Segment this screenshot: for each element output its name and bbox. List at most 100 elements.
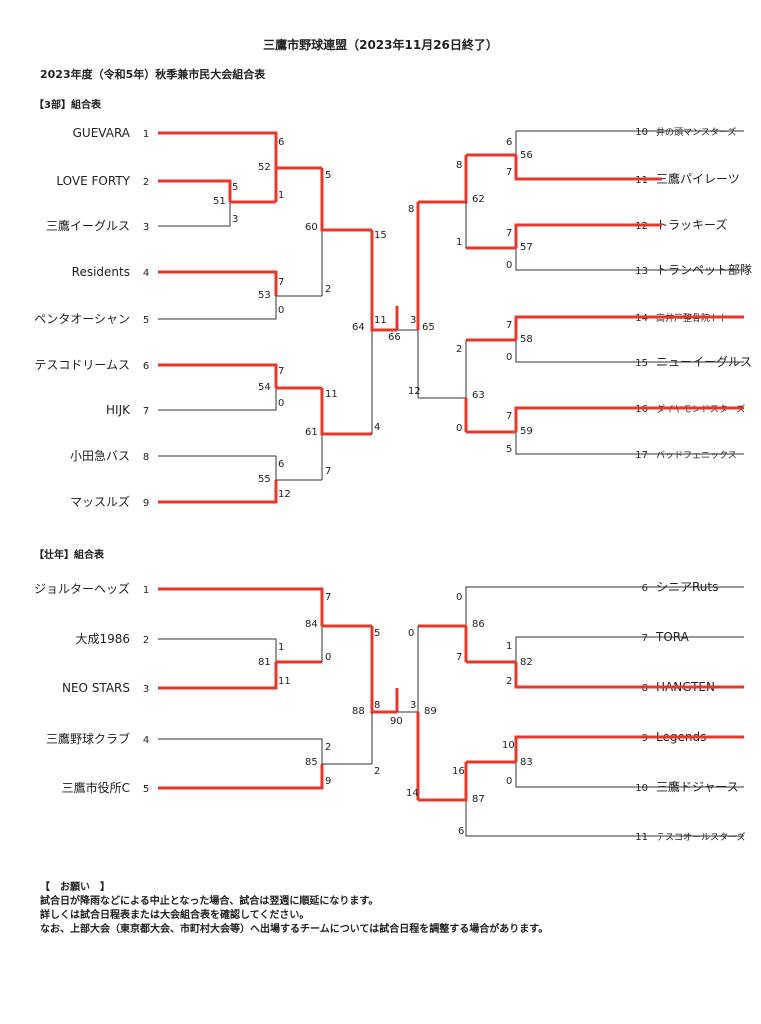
score: 7 [506, 228, 512, 239]
game-number: 65 [422, 322, 435, 333]
winner-line [514, 662, 744, 689]
team-seed: 6 [143, 361, 149, 372]
game-number: 64 [352, 322, 365, 333]
bracket-line [515, 636, 744, 662]
score: 12 [278, 489, 291, 500]
team-seed: 1 [143, 585, 149, 596]
score: 1 [278, 190, 284, 201]
score: 5 [232, 182, 238, 193]
bracket-line [158, 455, 277, 480]
page-title: 三鷹市野球連盟（2023年11月26日終了） [263, 38, 498, 52]
game-number: 63 [472, 390, 485, 401]
team-seed: 10 [635, 127, 648, 138]
bracket-line [515, 248, 744, 271]
team-name: テスコドリームス [34, 358, 130, 372]
score: 7 [325, 466, 331, 477]
score: 1 [278, 642, 284, 653]
score: 2 [374, 766, 380, 777]
team-seed: 1 [143, 129, 149, 140]
score: 0 [506, 776, 512, 787]
game-number: 62 [472, 194, 485, 205]
score: 0 [408, 628, 414, 639]
score: 9 [325, 776, 331, 787]
score: 7 [506, 320, 512, 331]
game-number: 86 [472, 619, 485, 630]
team-seed: 4 [143, 735, 149, 746]
winner-line [158, 587, 324, 626]
team-name: マッスルズ [70, 494, 130, 509]
bracket-line [158, 388, 277, 411]
team-seed: 17 [635, 450, 648, 461]
bracket-line [515, 130, 744, 155]
winner-line [158, 179, 232, 202]
winner-line [514, 155, 662, 181]
winner-line [514, 315, 744, 340]
score: 5 [325, 170, 331, 181]
team-seed: 3 [143, 684, 149, 695]
score: 6 [278, 137, 284, 148]
team-name: HIJK [106, 403, 131, 417]
game-number: 57 [520, 242, 533, 253]
team-seed: 8 [143, 452, 149, 463]
winner-line [514, 223, 662, 248]
winner-line [158, 363, 278, 388]
team-seed: 15 [635, 358, 648, 369]
game-number: 81 [258, 657, 271, 668]
team-name: 井の頭マンスターズ [656, 126, 736, 138]
team-seed: 11 [635, 832, 648, 843]
senior-division-label: 【壮年】組合表 [34, 550, 104, 561]
bracket-line [515, 762, 744, 788]
bracket-line [158, 638, 277, 662]
winner-line [320, 168, 372, 232]
bracket-line [515, 340, 744, 363]
bracket-line [465, 586, 744, 626]
team-name: GUEVARA [73, 126, 131, 140]
team-seed: 5 [143, 784, 149, 795]
score: 11 [278, 676, 291, 687]
team-name: NEO STARS [62, 681, 130, 695]
team-seed: 2 [143, 177, 149, 188]
score: 0 [456, 423, 462, 434]
score: 3 [410, 315, 416, 326]
score: 5 [374, 628, 380, 639]
notice-line-2: 詳しくは試合日程表または大会組合表を確認してください。 [40, 910, 310, 921]
score: 12 [408, 386, 421, 397]
score: 8 [374, 700, 380, 711]
team-seed: 7 [143, 406, 149, 417]
bracket-line [465, 800, 744, 837]
team-seed: 13 [635, 266, 648, 277]
game-number: 55 [258, 474, 271, 485]
score: 2 [325, 742, 331, 753]
winner-line [158, 131, 278, 202]
score: 0 [456, 592, 462, 603]
team-name: トラッキーズ [656, 217, 727, 232]
winner-line [370, 230, 397, 332]
page-subtitle: 2023年度（令和5年）秋季兼市民大会組合表 [40, 68, 266, 81]
game-number: 54 [258, 382, 271, 393]
team-name: 三鷹パイレーツ [656, 171, 740, 186]
score: 2 [325, 284, 331, 295]
score: 5 [506, 444, 512, 455]
score: 8 [456, 160, 462, 171]
score: 14 [406, 788, 419, 799]
team-seed: 2 [143, 635, 149, 646]
game-number: 82 [520, 657, 533, 668]
score: 15 [374, 230, 387, 241]
score: 0 [278, 305, 284, 316]
team-name: LOVE FORTY [56, 174, 130, 188]
winner-line [514, 735, 744, 762]
game-number: 59 [520, 426, 533, 437]
game-number: 52 [258, 162, 271, 173]
score: 0 [325, 652, 331, 663]
division-3-label: 【3部】組合表 [34, 100, 101, 111]
team-name: 小田急バス [70, 448, 130, 463]
game-number: 60 [305, 222, 318, 233]
score: 0 [506, 352, 512, 363]
score: 3 [410, 700, 416, 711]
team-name: Residents [72, 265, 130, 279]
score: 6 [458, 826, 464, 837]
game-number: 83 [520, 757, 533, 768]
team-seed: 3 [143, 222, 149, 233]
game-number: 88 [352, 706, 365, 717]
